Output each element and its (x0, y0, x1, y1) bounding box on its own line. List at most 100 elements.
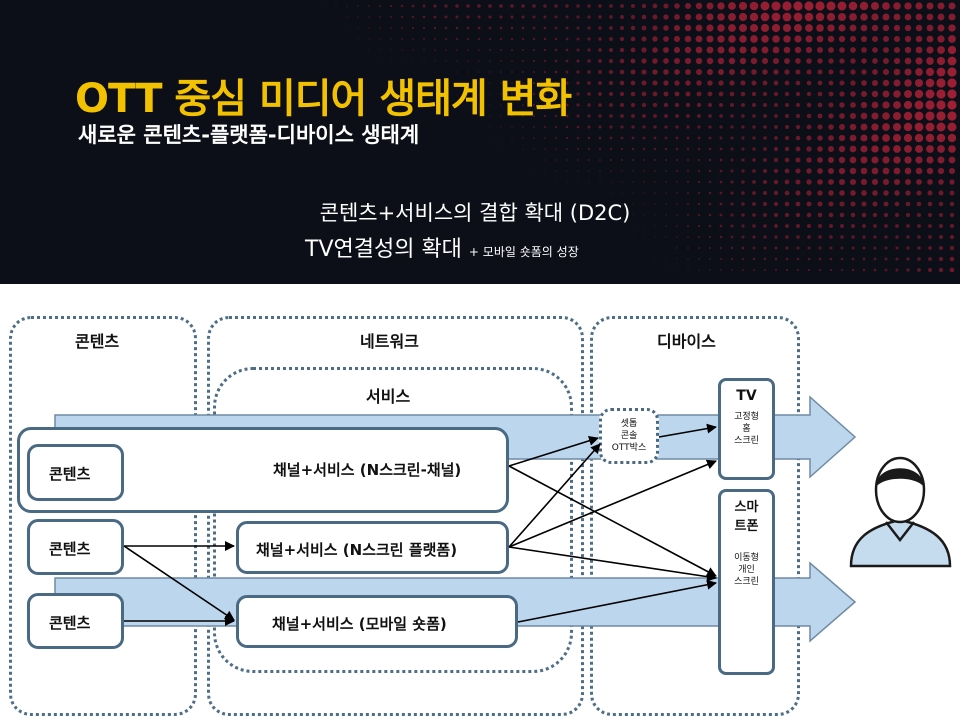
pattern-dot (840, 224, 844, 228)
service-node-nscreen-platform: 채널+서비스 (N스크린 플랫폼) (236, 521, 509, 574)
pattern-dot (357, 16, 359, 18)
pattern-dot (717, 57, 725, 65)
pattern-dot (752, 246, 756, 250)
pattern-dot (499, 4, 503, 8)
pattern-dot (915, 13, 923, 21)
pattern-dot (445, 93, 447, 95)
pattern-dot (434, 71, 436, 73)
pattern-dot (576, 81, 580, 85)
pattern-dot (882, 68, 890, 76)
pattern-dot (752, 191, 756, 195)
pattern-dot (379, 49, 381, 51)
pattern-dot (641, 14, 647, 20)
pattern-dot (938, 267, 944, 273)
pattern-dot (543, 81, 547, 85)
pattern-dot (444, 15, 448, 19)
pattern-dot (434, 93, 436, 95)
pattern-dot (818, 246, 822, 250)
pattern-dot (477, 4, 481, 8)
pattern-dot (686, 169, 690, 173)
pattern-dot (630, 91, 636, 97)
pattern-dot (707, 91, 713, 97)
pattern-dot (532, 70, 536, 74)
pattern-dot (632, 159, 634, 161)
pattern-dot (948, 145, 956, 153)
pattern-dot (675, 125, 679, 129)
pattern-dot (543, 15, 547, 19)
pattern-dot (739, 35, 747, 43)
pattern-dot (663, 14, 669, 20)
pattern-dot (851, 246, 855, 250)
contents-node-1: 콘텐츠 (27, 444, 124, 501)
pattern-dot (500, 82, 502, 84)
pattern-dot (784, 190, 790, 196)
pattern-dot (739, 46, 747, 54)
pattern-dot (760, 1, 770, 11)
pattern-dot (654, 236, 656, 238)
pattern-dot (390, 38, 392, 40)
pattern-dot (904, 167, 912, 175)
pattern-dot (676, 236, 678, 238)
pattern-dot (849, 178, 857, 186)
pattern-dot (827, 167, 835, 175)
pattern-dot (815, 1, 825, 11)
pattern-dot (467, 93, 469, 95)
pattern-dot (730, 213, 734, 217)
pattern-dot (949, 179, 955, 185)
pattern-dot (533, 181, 535, 183)
pattern-dot (917, 235, 921, 239)
pattern-dot (807, 246, 811, 250)
pattern-dot (521, 48, 525, 52)
pattern-dot (947, 122, 957, 132)
pattern-dot (663, 25, 669, 31)
pattern-dot (676, 258, 678, 260)
pattern-dot (695, 57, 703, 65)
pattern-dot (718, 102, 724, 108)
pattern-dot (717, 46, 725, 54)
pattern-dot (685, 3, 691, 9)
pattern-dot (837, 12, 847, 22)
pattern-dot (378, 4, 382, 8)
pattern-dot (434, 49, 436, 51)
tv-device: TV 고정형 홈 스크린 (718, 378, 775, 480)
pattern-dot (760, 12, 770, 22)
pattern-dot (850, 102, 856, 108)
pattern-dot (806, 69, 812, 75)
pattern-dot (641, 25, 647, 31)
console-label: 콘솔 (620, 431, 638, 441)
pattern-dot (741, 114, 745, 118)
pattern-dot (696, 102, 702, 108)
pattern-dot (456, 71, 458, 73)
pattern-dot (708, 180, 712, 184)
pattern-dot (917, 257, 921, 261)
pattern-dot (555, 181, 557, 183)
pattern-dot (893, 79, 901, 87)
pattern-dot (674, 69, 680, 75)
pattern-dot (477, 26, 481, 30)
pattern-dot (884, 268, 888, 272)
pattern-dot (663, 69, 669, 75)
pattern-dot (565, 48, 569, 52)
pattern-dot (718, 69, 724, 75)
pattern-dot (914, 133, 924, 143)
pattern-dot (860, 123, 868, 131)
pattern-dot (587, 59, 591, 63)
pattern-dot (346, 5, 348, 7)
pattern-dot (860, 112, 868, 120)
pattern-dot (872, 190, 878, 196)
pattern-dot (763, 158, 767, 162)
pattern-dot (708, 169, 712, 173)
pattern-dot (795, 80, 801, 86)
pattern-dot (675, 147, 679, 151)
pattern-dot (401, 49, 403, 51)
pattern-dot (467, 60, 469, 62)
pattern-dot (565, 26, 569, 30)
pattern-dot (674, 102, 680, 108)
pattern-dot (859, 1, 869, 11)
pattern-dot (893, 13, 901, 21)
pattern-dot (587, 114, 591, 118)
pattern-dot (500, 71, 502, 73)
pattern-dot (928, 235, 932, 239)
pattern-dot (862, 235, 866, 239)
